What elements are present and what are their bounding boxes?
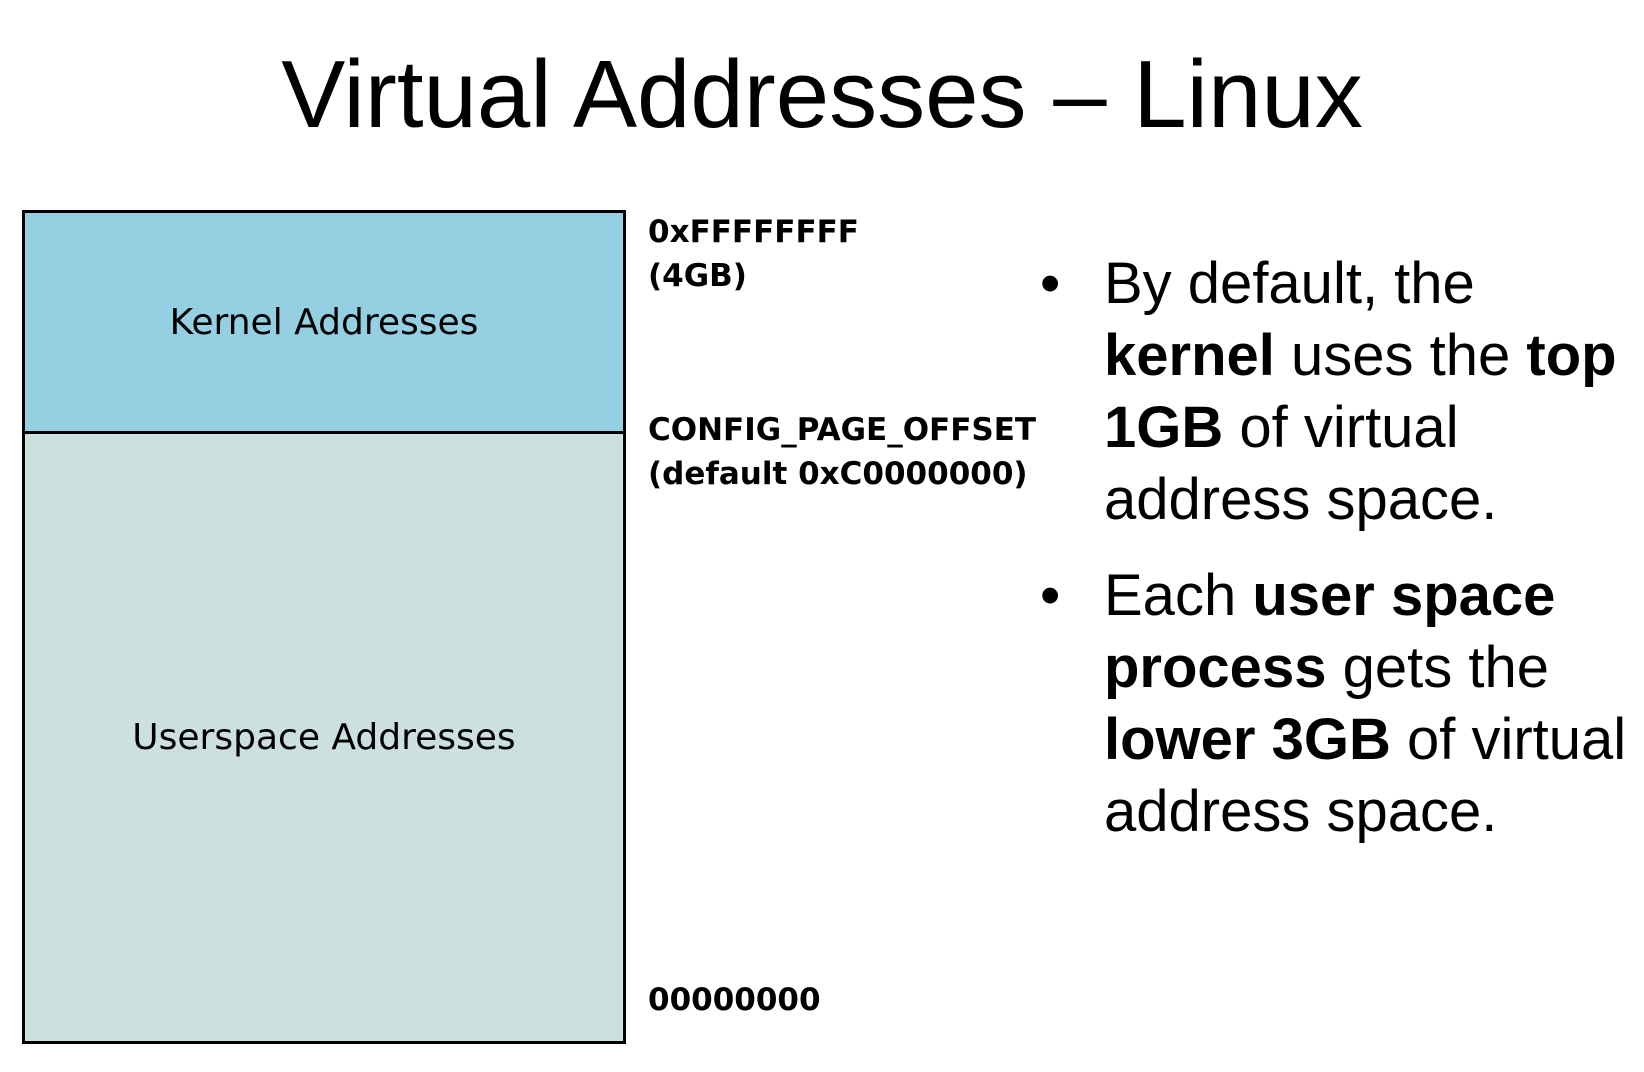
bullet-list: • By default, the kernel uses the top 1GB… xyxy=(1040,248,1640,872)
bullet-emphasis: user space process xyxy=(1104,563,1556,700)
page-offset-default: (default 0xC0000000) xyxy=(648,456,1028,492)
kernel-region-label: Kernel Addresses xyxy=(169,301,479,343)
bullet-item: • By default, the kernel uses the top 1GB… xyxy=(1040,248,1640,536)
top-address-value: 0xFFFFFFFF xyxy=(648,214,859,250)
bullet-emphasis: lower 3GB xyxy=(1104,707,1391,772)
top-address-size: (4GB) xyxy=(648,258,747,294)
userspace-region-label: Userspace Addresses xyxy=(132,717,516,758)
kernel-address-region: Kernel Addresses xyxy=(25,213,623,434)
page-offset-address-label: CONFIG_PAGE_OFFSET (default 0xC0000000) xyxy=(648,408,1036,496)
bullet-segment: uses the xyxy=(1274,323,1527,388)
page-offset-name: CONFIG_PAGE_OFFSET xyxy=(648,412,1037,448)
address-space-diagram: Kernel Addresses Userspace Addresses xyxy=(22,210,626,1044)
bullet-text: Each user space process gets the lower 3… xyxy=(1104,563,1626,844)
bullet-dot-icon: • xyxy=(1040,251,1061,316)
bullet-segment: gets the xyxy=(1326,635,1549,700)
bullet-segment: Each xyxy=(1104,563,1253,628)
bullet-dot-icon: • xyxy=(1040,563,1061,628)
bottom-address-label: 00000000 xyxy=(648,978,821,1022)
bullet-emphasis: kernel xyxy=(1104,323,1275,388)
bullet-segment: of virtual address space. xyxy=(1104,395,1498,532)
bottom-address-value: 00000000 xyxy=(648,982,821,1018)
bullet-emphasis: top 1GB xyxy=(1104,323,1617,460)
bullet-text: By default, the kernel uses the top 1GB … xyxy=(1104,251,1617,532)
slide-title: Virtual Addresses – Linux xyxy=(281,41,1363,148)
userspace-address-region: Userspace Addresses xyxy=(25,434,623,1041)
bullet-item: • Each user space process gets the lower … xyxy=(1040,560,1640,848)
bullet-segment: of virtual address space. xyxy=(1104,707,1627,844)
top-address-label: 0xFFFFFFFF (4GB) xyxy=(648,210,859,298)
bullet-segment: By default, the xyxy=(1104,251,1475,316)
